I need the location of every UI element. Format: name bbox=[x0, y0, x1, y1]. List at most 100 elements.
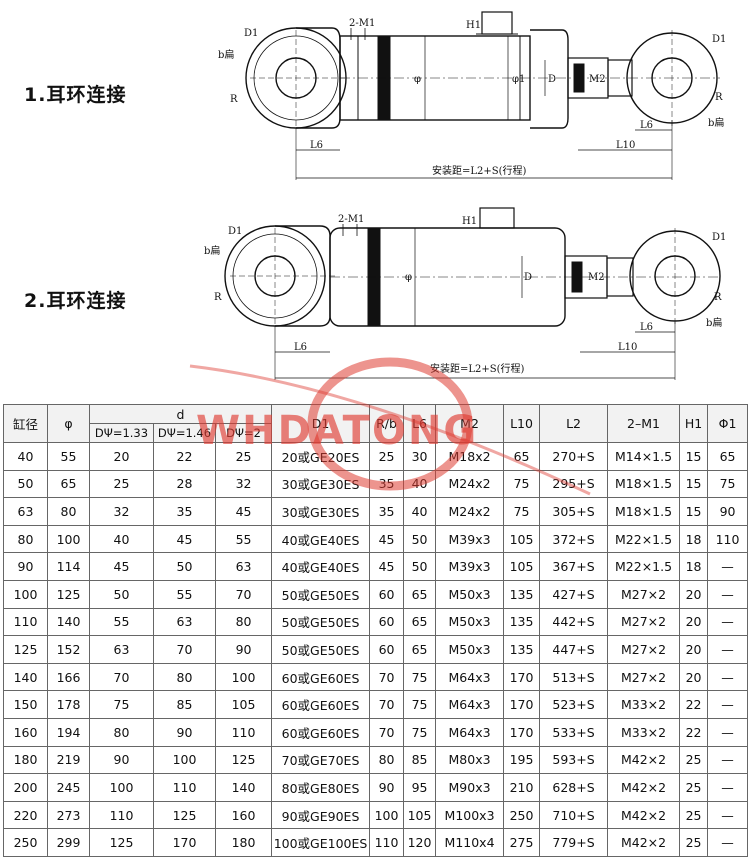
table-cell: 60或GE60ES bbox=[271, 662, 371, 692]
label2-d1-right: D1 bbox=[712, 232, 726, 243]
table-cell: M42×2 bbox=[607, 773, 681, 802]
table-cell: 20 bbox=[679, 579, 709, 609]
table-cell: 70 bbox=[153, 635, 216, 664]
table-cell: 75 bbox=[403, 717, 437, 747]
table-cell: 80 bbox=[214, 607, 273, 637]
table-cell: 125 bbox=[153, 800, 216, 830]
table-cell: 30或GE30ES bbox=[271, 497, 371, 526]
label-l6-right: L6 bbox=[640, 120, 653, 131]
header-m2: M2 bbox=[435, 404, 505, 443]
table-header: 缸径 φ d D1 R/b L6 M2 L10 L2 2–M1 H1 Φ1 DΨ… bbox=[3, 404, 749, 443]
table-cell: 80 bbox=[47, 497, 90, 526]
table-cell: 15 bbox=[679, 442, 709, 471]
table-cell: 75 bbox=[503, 497, 541, 526]
table-cell: 250 bbox=[3, 828, 48, 857]
table-cell: 40 bbox=[403, 469, 437, 499]
table-cell: 779+S bbox=[539, 828, 609, 857]
label-m2: M2 bbox=[589, 74, 606, 85]
table-cell: 135 bbox=[503, 607, 541, 637]
table-cell: — bbox=[707, 635, 749, 664]
table-cell: 63 bbox=[214, 552, 273, 581]
label-r-right: R bbox=[715, 92, 723, 103]
table-cell: 105 bbox=[503, 524, 541, 554]
table-cell: 63 bbox=[89, 635, 154, 664]
table-cell: 50或GE50ES bbox=[271, 579, 371, 609]
table-cell: 65 bbox=[403, 635, 437, 664]
table-cell: 45 bbox=[153, 524, 216, 554]
table-cell: M50x3 bbox=[435, 579, 505, 609]
table-cell: 55 bbox=[89, 607, 154, 637]
table-cell: 80 bbox=[3, 524, 48, 554]
label-d1-left: D1 bbox=[244, 28, 258, 39]
table-cell: 20 bbox=[679, 662, 709, 692]
label-2m1: 2-M1 bbox=[349, 18, 375, 29]
header-h1: H1 bbox=[679, 404, 709, 443]
label-l6-left: L6 bbox=[310, 140, 323, 151]
table-cell: 60 bbox=[369, 579, 405, 609]
table-cell: M64x3 bbox=[435, 662, 505, 692]
table-cell: 219 bbox=[47, 745, 90, 775]
table-cell: 35 bbox=[153, 497, 216, 526]
table-cell: 140 bbox=[214, 773, 273, 802]
table-cell: 372+S bbox=[539, 524, 609, 554]
table-cell: 40 bbox=[3, 442, 48, 471]
table-cell: M27×2 bbox=[607, 662, 681, 692]
label2-d1-left: D1 bbox=[228, 226, 242, 237]
table-cell: 170 bbox=[503, 717, 541, 747]
table-cell: M24x2 bbox=[435, 497, 505, 526]
cylinder-drawings-svg: D1 b扁 R 2-M1 H1 φ φ1 D M2 D1 R b扁 L6 L6 … bbox=[204, 11, 726, 380]
table-cell: M27×2 bbox=[607, 579, 681, 609]
table-cell: 273 bbox=[47, 800, 90, 830]
technical-drawings: D1 b扁 R 2-M1 H1 φ φ1 D M2 D1 R b扁 L6 L6 … bbox=[0, 0, 750, 392]
table-cell: 210 bbox=[503, 773, 541, 802]
header-d-ratio-2: DΨ=2 bbox=[214, 423, 273, 443]
section-title-1: 1.耳环连接 bbox=[24, 84, 127, 106]
table-cell: M39x3 bbox=[435, 552, 505, 581]
table-cell: 114 bbox=[47, 552, 90, 581]
table-cell: 125 bbox=[47, 579, 90, 609]
table-cell: 70 bbox=[369, 690, 405, 719]
label2-b-left: b扁 bbox=[204, 244, 220, 257]
table-cell: M27×2 bbox=[607, 635, 681, 664]
table-cell: 60 bbox=[369, 635, 405, 664]
label2-d: D bbox=[524, 272, 532, 283]
table-cell: 447+S bbox=[539, 635, 609, 664]
table-cell: — bbox=[707, 607, 749, 637]
table-cell: 25 bbox=[679, 828, 709, 857]
table-cell: M110x4 bbox=[435, 828, 505, 857]
table-cell: 70 bbox=[369, 662, 405, 692]
header-phi1: Φ1 bbox=[707, 404, 749, 443]
label-b-left: b扁 bbox=[218, 48, 234, 61]
table-cell: 125 bbox=[3, 635, 48, 664]
table-cell: 25 bbox=[89, 469, 154, 499]
label2-r-right: R bbox=[714, 292, 722, 303]
table-cell: 110 bbox=[89, 800, 154, 830]
table-cell: 25 bbox=[214, 442, 273, 471]
table-cell: 75 bbox=[403, 662, 437, 692]
table-cell: 90 bbox=[89, 745, 154, 775]
table-cell: 25 bbox=[369, 442, 405, 471]
label2-m2: M2 bbox=[588, 272, 605, 283]
table-cell: 70 bbox=[89, 662, 154, 692]
table-cell: 110 bbox=[153, 773, 216, 802]
table-cell: — bbox=[707, 579, 749, 609]
table-cell: 75 bbox=[403, 690, 437, 719]
table-cell: 80或GE80ES bbox=[271, 773, 371, 802]
table-cell: M100x3 bbox=[435, 800, 505, 830]
table-cell: 135 bbox=[503, 635, 541, 664]
drawing-2 bbox=[224, 207, 721, 380]
table-cell: 120 bbox=[403, 828, 437, 857]
table-cell: 178 bbox=[47, 690, 90, 719]
table-cell: 22 bbox=[153, 442, 216, 471]
table-cell: 166 bbox=[47, 662, 90, 692]
header-l6: L6 bbox=[403, 404, 437, 443]
table-cell: — bbox=[707, 828, 749, 857]
